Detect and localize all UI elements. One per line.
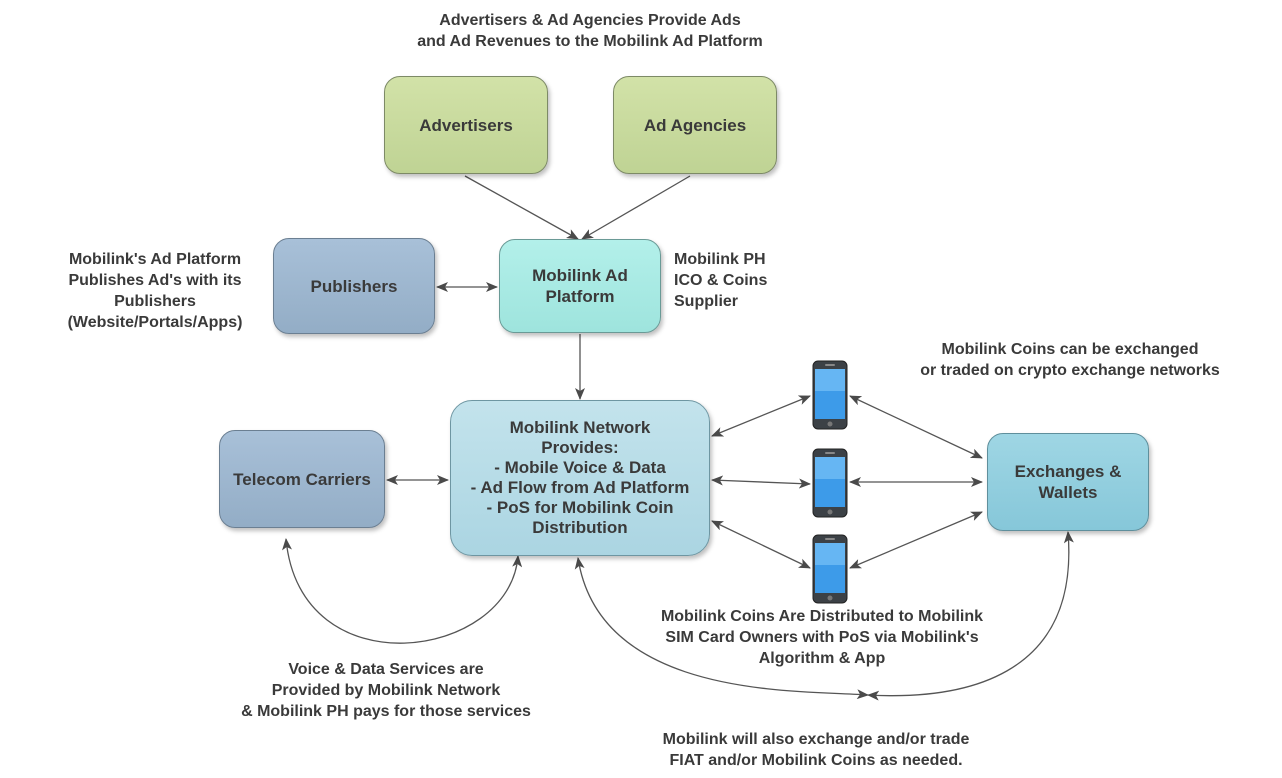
smartphone-icon xyxy=(812,360,848,430)
arc-exchange-fiat xyxy=(867,531,1074,701)
distribution-note: Mobilink Coins Are Distributed to Mobili… xyxy=(660,608,984,667)
header-caption: Advertisers & Ad Agencies Provide Ads an… xyxy=(417,12,763,50)
voice-data-note: Voice & Data Services are Provided by Mo… xyxy=(241,661,531,720)
arrow-network-phone-bottom xyxy=(711,520,811,569)
telecom-carriers-box: Telecom Carriers xyxy=(219,430,385,528)
arrow-advertisers-to-platform xyxy=(464,175,579,240)
publishers-box: Publishers xyxy=(273,238,435,334)
publishers-note: Mobilink's Ad Platform Publishes Ad's wi… xyxy=(67,251,243,331)
ico-note: Mobilink PH ICO & Coins Supplier xyxy=(674,251,768,310)
mobilink-network-box: Mobilink Network Provides: - Mobile Voic… xyxy=(450,400,710,556)
arc-telecom-network xyxy=(282,538,523,644)
ad-platform-box: Mobilink Ad Platform xyxy=(499,239,661,333)
arrow-phone-top-exchange xyxy=(849,395,983,459)
exchange-note: Mobilink Coins can be exchanged or trade… xyxy=(920,341,1220,379)
smartphone-icon xyxy=(812,534,848,604)
arrow-network-phone-top xyxy=(711,395,811,437)
arc-network-fiat xyxy=(574,557,869,700)
arrow-network-phone-mid xyxy=(711,475,811,489)
arrow-agencies-to-platform xyxy=(581,175,691,240)
arrow-phone-bottom-exchange xyxy=(849,511,983,569)
fiat-note: Mobilink will also exchange and/or trade… xyxy=(662,731,970,769)
smartphone-icon xyxy=(812,448,848,518)
exchanges-wallets-box: Exchanges & Wallets xyxy=(987,433,1149,531)
advertisers-box: Advertisers xyxy=(384,76,548,174)
ad-agencies-box: Ad Agencies xyxy=(613,76,777,174)
